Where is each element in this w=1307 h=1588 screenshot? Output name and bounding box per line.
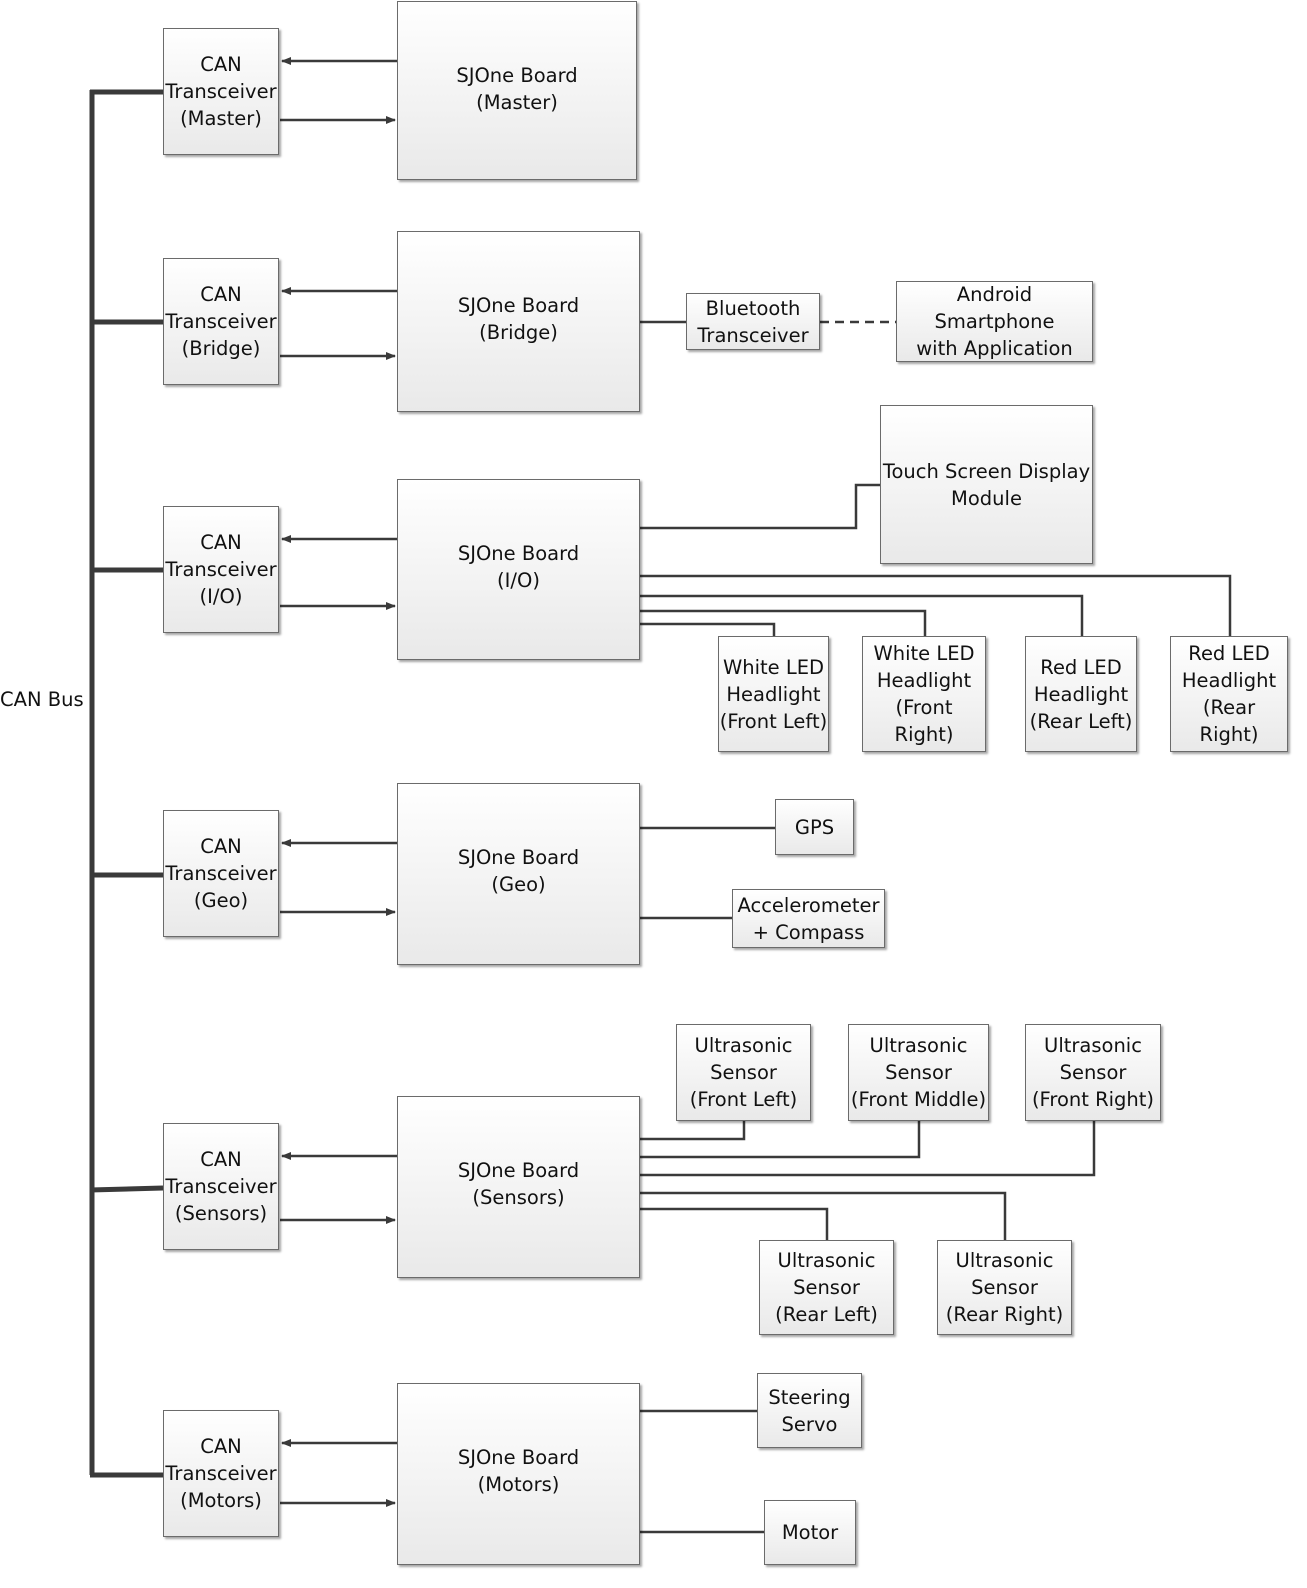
ultrasonic-front-middle-label: Ultrasonic Sensor (Front Middle)	[850, 1034, 987, 1111]
led-front-left-label: White LED Headlight (Front Left)	[719, 655, 828, 733]
gps-module-label: GPS	[794, 815, 835, 839]
ultrasonic-rear-left: Ultrasonic Sensor (Rear Left)	[759, 1240, 894, 1335]
can-transceiver-sensors-label: CAN Transceiver (Sensors)	[165, 1148, 277, 1225]
can-transceiver-master: CAN Transceiver (Master)	[163, 28, 279, 155]
ultrasonic-rear-right-label: Ultrasonic Sensor (Rear Right)	[945, 1249, 1064, 1326]
ultrasonic-rear-left-label: Ultrasonic Sensor (Rear Left)	[775, 1249, 878, 1326]
can-bus-label: CAN Bus	[0, 688, 84, 711]
can-transceiver-io: CAN Transceiver (I/O)	[163, 506, 279, 633]
ultrasonic-front-left: Ultrasonic Sensor (Front Left)	[676, 1024, 811, 1121]
motor-label: Motor	[781, 1521, 839, 1544]
sjone-board-sensors-label: SJOne Board (Sensors)	[457, 1159, 580, 1209]
can-transceiver-bridge: CAN Transceiver (Bridge)	[163, 258, 279, 385]
led-front-right: White LED Headlight (Front Right)	[862, 636, 986, 752]
sjone-board-master-label: SJOne Board (Master)	[456, 64, 578, 114]
can-transceiver-bridge-label: CAN Transceiver (Bridge)	[165, 283, 277, 360]
can-transceiver-io-label: CAN Transceiver (I/O)	[165, 531, 277, 608]
sjone-board-io: SJOne Board (I/O)	[397, 479, 640, 660]
steering-servo-label: Steering Servo	[768, 1385, 851, 1436]
can-transceiver-sensors: CAN Transceiver (Sensors)	[163, 1123, 279, 1250]
sjone-board-master: SJOne Board (Master)	[397, 1, 637, 180]
sjone-board-bridge: SJOne Board (Bridge)	[397, 231, 640, 412]
ultrasonic-front-right-label: Ultrasonic Sensor (Front Right)	[1031, 1034, 1155, 1111]
led-rear-left: Red LED Headlight (Rear Left)	[1025, 636, 1137, 752]
sjone-board-motors: SJOne Board (Motors)	[397, 1383, 640, 1565]
can-bus	[89, 89, 164, 1478]
ultrasonic-front-middle: Ultrasonic Sensor (Front Middle)	[848, 1024, 989, 1121]
sjone-board-bridge-label: SJOne Board (Bridge)	[457, 294, 580, 344]
peripheral-wires	[640, 320, 1232, 1534]
led-front-right-label: White LED Headlight (Front Right)	[873, 642, 975, 746]
bluetooth-transceiver-label: Bluetooth Transceiver	[697, 296, 809, 347]
ultrasonic-front-right: Ultrasonic Sensor (Front Right)	[1025, 1024, 1161, 1121]
can-transceiver-motors: CAN Transceiver (Motors)	[163, 1410, 279, 1537]
android-smartphone-label: Android Smartphone with Application	[916, 283, 1073, 360]
tx-rx-arrows	[280, 57, 397, 1507]
can-transceiver-master-label: CAN Transceiver (Master)	[165, 53, 277, 130]
led-rear-right: Red LED Headlight (Rear Right)	[1170, 636, 1288, 752]
can-transceiver-motors-label: CAN Transceiver (Motors)	[165, 1435, 277, 1512]
gps-module: GPS	[775, 799, 854, 855]
sjone-board-io-label: SJOne Board (I/O)	[457, 542, 580, 592]
sjone-board-sensors: SJOne Board (Sensors)	[397, 1096, 640, 1278]
steering-servo: Steering Servo	[757, 1373, 862, 1448]
ultrasonic-rear-right: Ultrasonic Sensor (Rear Right)	[937, 1240, 1072, 1335]
led-rear-left-label: Red LED Headlight (Rear Left)	[1029, 655, 1133, 733]
led-front-left: White LED Headlight (Front Left)	[718, 636, 829, 752]
accelerometer-compass-label: Accelerometer + Compass	[737, 893, 880, 944]
sjone-board-motors-label: SJOne Board (Motors)	[457, 1446, 580, 1496]
sjone-board-geo: SJOne Board (Geo)	[397, 783, 640, 965]
touch-screen-display: Touch Screen Display Module	[880, 405, 1093, 564]
sjone-board-geo-label: SJOne Board (Geo)	[457, 846, 580, 896]
can-transceiver-geo-label: CAN Transceiver (Geo)	[165, 835, 277, 912]
ultrasonic-front-left-label: Ultrasonic Sensor (Front Left)	[689, 1034, 798, 1111]
accelerometer-compass: Accelerometer + Compass	[732, 889, 885, 948]
touch-screen-display-label: Touch Screen Display Module	[882, 459, 1091, 510]
android-smartphone: Android Smartphone with Application	[896, 281, 1093, 362]
can-transceiver-geo: CAN Transceiver (Geo)	[163, 810, 279, 937]
led-rear-right-label: Red LED Headlight (Rear Right)	[1181, 642, 1277, 746]
motor: Motor	[764, 1500, 856, 1565]
bluetooth-transceiver: Bluetooth Transceiver	[686, 293, 820, 350]
